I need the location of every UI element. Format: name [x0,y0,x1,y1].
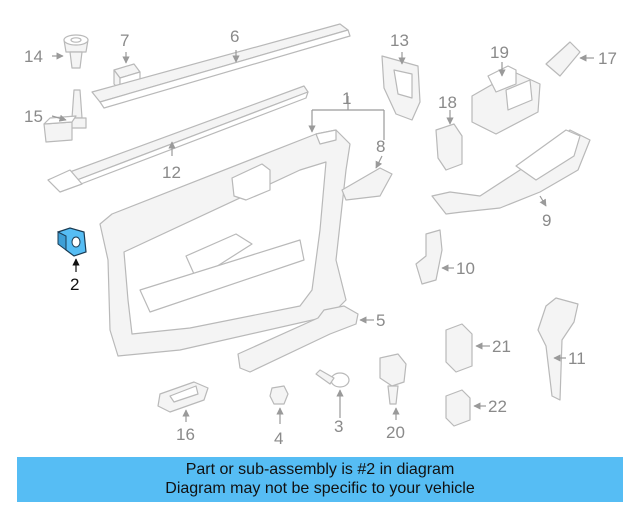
part-13-bracket [381,55,421,121]
leader-15 [51,114,67,122]
part-17-panel [545,41,581,77]
callout-13: 13 [390,31,409,50]
caption-line-1: Part or sub-assembly is #2 in diagram [185,461,455,478]
part-5-pad [237,305,359,373]
callout-10: 10 [456,259,475,278]
part-2-highlighted [57,227,87,257]
callout-11: 11 [568,349,586,368]
callout-15: 15 [24,107,43,126]
callout-17: 17 [598,49,617,68]
part-15-retainer [43,89,87,143]
part-12-weatherstrip [47,85,309,193]
part-22-clip [445,389,471,427]
part-16-bezel [157,381,209,413]
leader-9 [539,195,547,207]
part-3-screw [315,369,350,388]
part-18-clip [435,123,463,171]
callout-14: 14 [24,47,43,66]
callout-20: 20 [386,423,405,442]
callout-3: 3 [334,417,343,436]
callout-19: 19 [490,43,509,62]
callout-18: 18 [438,93,457,112]
callout-9: 9 [542,211,551,230]
part-9-armrest [431,129,591,215]
callout-2: 2 [70,275,79,294]
part-11-bracket [537,297,579,401]
callout-22: 22 [488,397,507,416]
part-19-switch [471,65,541,135]
part-6-belt-molding [91,23,351,109]
part-1-door-trim-panel [99,129,351,357]
callout-8: 8 [376,137,385,156]
callout-4: 4 [274,429,283,448]
part-4-pin [269,385,289,405]
callout-6: 6 [230,27,239,46]
caption-line-2: Diagram may not be specific to your vehi… [165,480,475,497]
part-8-cover [341,167,393,201]
callout-12: 12 [162,163,181,182]
part-10-bracket [415,229,443,285]
caption-bar: Part or sub-assembly is #2 in diagram Di… [17,457,623,502]
callout-1: 1 [342,89,351,108]
callout-21: 21 [492,337,511,356]
callout-7: 7 [120,31,129,50]
leader-8 [375,155,383,169]
callout-5: 5 [376,311,385,330]
part-20-fastener [379,353,407,405]
part-14-clip [63,34,89,69]
callout-16: 16 [176,425,195,444]
part-21-clip [445,323,473,373]
